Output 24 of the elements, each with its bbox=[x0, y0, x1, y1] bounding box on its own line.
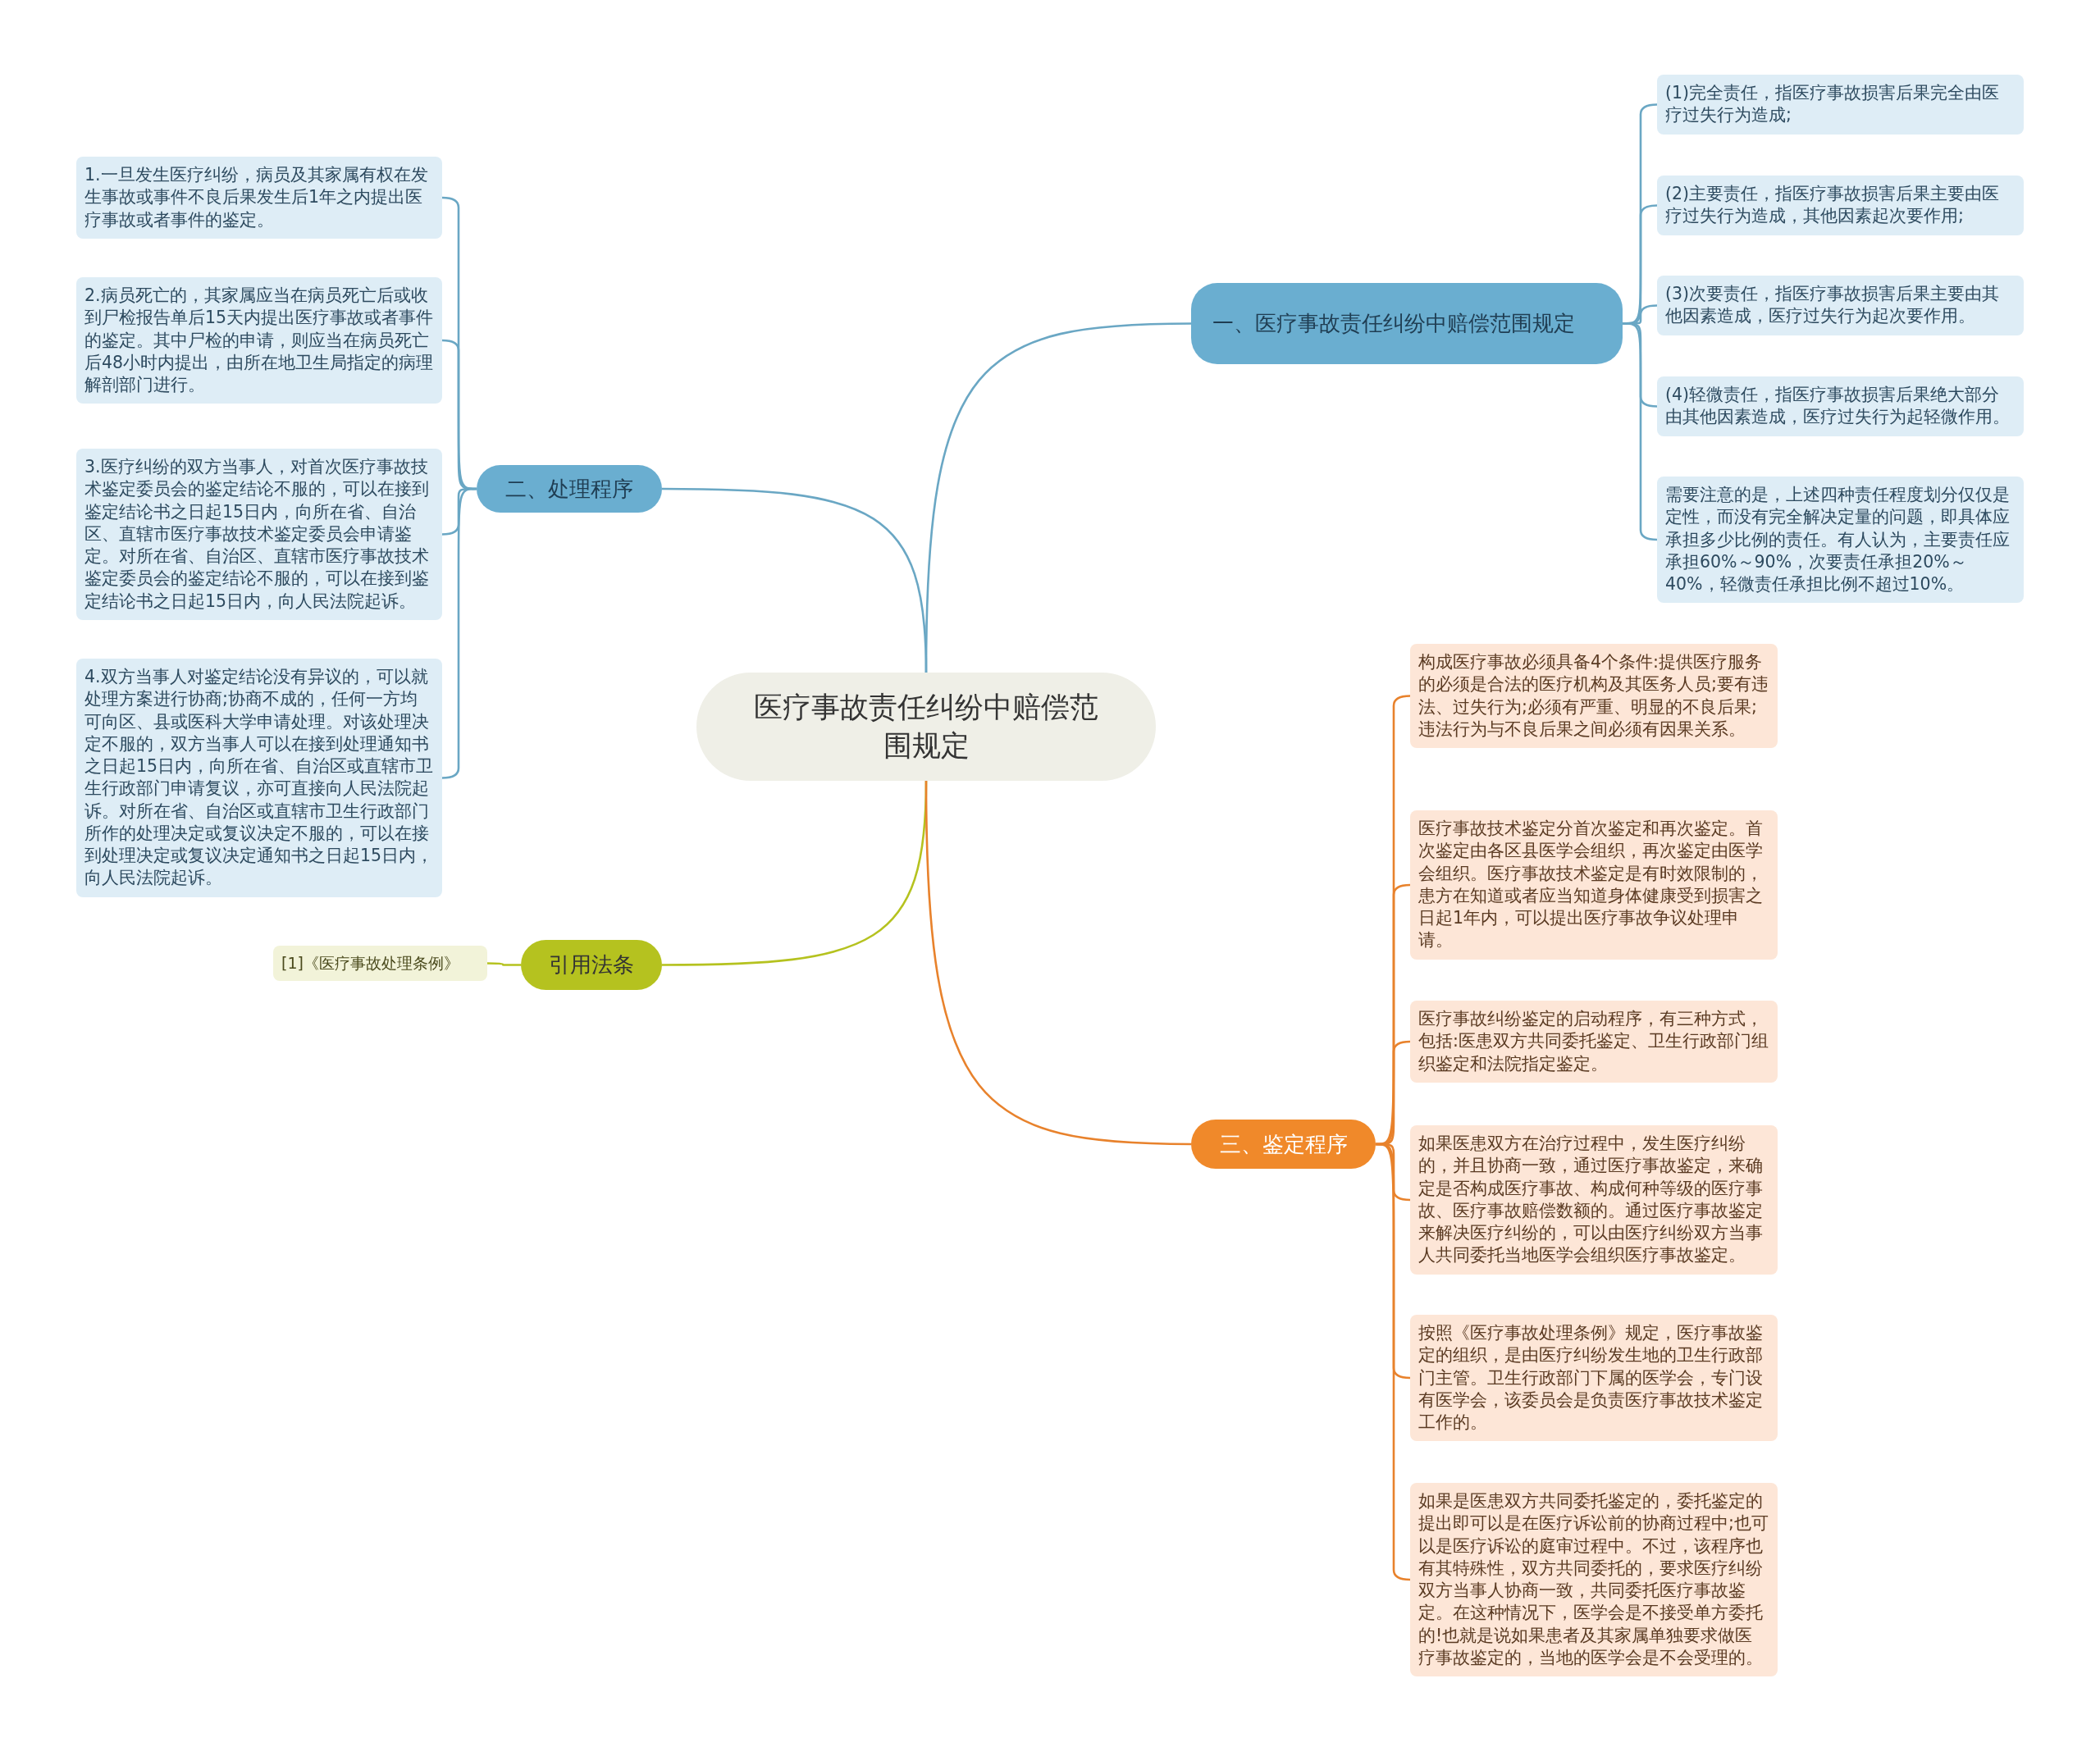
branch-topic: 引用法条 bbox=[521, 940, 662, 990]
note-box: 医疗事故纠纷鉴定的启动程序，有三种方式，包括:医患双方共同委托鉴定、卫生行政部门组织鉴定和法院指定鉴定。 bbox=[1410, 1001, 1778, 1083]
note-box: 3.医疗纠纷的双方当事人，对首次医疗事故技术鉴定委员会的鉴定结论不服的，可以在接到鉴定结论书之日起15日内，向所在省、自治区、直辖市医疗事故技术鉴定委员会申请鉴定。对所在省、自治区、直辖市医疗事故技术鉴定委员会的鉴定结论不服的，可以在接到鉴定结论书之日起15日内，向人民法院起诉。 bbox=[76, 449, 442, 620]
connector-line bbox=[487, 962, 521, 966]
central-topic: 医疗事故责任纠纷中赔偿范围规定 bbox=[696, 673, 1156, 781]
branch-topic: 二、处理程序 bbox=[477, 465, 662, 513]
note-box: (4)轻微责任，指医疗事故损害后果绝大部分由其他因素造成，医疗过失行为起轻微作用。 bbox=[1657, 376, 2024, 436]
note-box: 按照《医疗事故处理条例》规定，医疗事故鉴定的组织，是由医疗纠纷发生地的卫生行政部门主管。卫生行政部门下属的医学会，专门设有医学会，该委员会是负责医疗事故技术鉴定工作的。 bbox=[1410, 1315, 1778, 1442]
note-box: (3)次要责任，指医疗事故损害后果主要由其他因素造成，医疗过失行为起次要作用。 bbox=[1657, 276, 2024, 335]
note-box: 如果医患双方在治疗过程中，发生医疗纠纷的，并且协商一致，通过医疗事故鉴定，来确定是否构成医疗事故、构成何种等级的医疗事故、医疗事故赔偿数额的。通过医疗事故鉴定来解决医疗纠纷的，可以由医疗纠纷双方当事人共同委托当地医学会组织医疗事故鉴定。 bbox=[1410, 1125, 1778, 1275]
note-box: (2)主要责任，指医疗事故损害后果主要由医疗过失行为造成，其他因素起次要作用; bbox=[1657, 176, 2024, 235]
note-box: (1)完全责任，指医疗事故损害后果完全由医疗过失行为造成; bbox=[1657, 75, 2024, 135]
note-box: [1]《医疗事故处理条例》 bbox=[273, 946, 487, 982]
connector-line bbox=[662, 487, 928, 673]
note-box: 医疗事故技术鉴定分首次鉴定和再次鉴定。首次鉴定由各区县医学会组织，再次鉴定由医学会组织。医疗事故技术鉴定是有时效限制的，患方在知道或者应当知道身体健康受到损害之日起1年内，可以提出医疗事故争议处理申请。 bbox=[1410, 810, 1778, 960]
connector-line bbox=[924, 780, 1192, 1146]
note-box: 4.双方当事人对鉴定结论没有异议的，可以就处理方案进行协商;协商不成的，任何一方均可向区、县或医科大学申请处理。对该处理决定不服的，双方当事人可以在接到处理通知书之日起15日内，向所在省、自治区或直辖市卫生行政部门申请复议，亦可直接向人民法院起诉。对所在省、自治区或直辖市卫生行政部门所作的处理决定或复议决定不服的，可以在接到处理决定或复议决定通知书之日起15日内，向人民法院起诉。 bbox=[76, 659, 442, 897]
note-box: 如果是医患双方共同委托鉴定的，委托鉴定的提出即可以是在医疗诉讼前的协商过程中;也可以是医疗诉讼的庭审过程中。不过，该程序也有其特殊性，双方共同委托的，要求医疗纠纷双方当事人协商一致，共同委托医疗事故鉴定。在这种情况下，医学会是不接受单方委托的!也就是说如果患者及其家属单独要求做医疗事故鉴定的，当地的医学会是不会受理的。 bbox=[1410, 1483, 1778, 1676]
branch-topic: 一、医疗事故责任纠纷中赔偿范围规定 bbox=[1191, 283, 1623, 364]
branch-topic: 三、鉴定程序 bbox=[1191, 1120, 1376, 1169]
note-box: 2.病员死亡的，其家属应当在病员死亡后或收到尸检报告单后15天内提出医疗事故或者事件的鉴定。其中尸检的申请，则应当在病员死亡后48小时内提出，由所在地卫生局指定的病理解剖部门进行。 bbox=[76, 277, 442, 404]
note-box: 1.一旦发生医疗纠纷，病员及其家属有权在发生事故或事件不良后果发生后1年之内提出医疗事故或者事件的鉴定。 bbox=[76, 157, 442, 239]
note-box: 需要注意的是，上述四种责任程度划分仅仅是定性，而没有完全解决定量的问题，即具体应承担多少比例的责任。有人认为，主要责任应承担60%～90%，次要责任承担20%～40%，轻微责任承担比例不超过10%。 bbox=[1657, 477, 2024, 604]
note-box: 构成医疗事故必须具备4个条件:提供医疗服务的必须是合法的医疗机构及其医务人员;要有违法、过失行为;必须有严重、明显的不良后果;违法行为与不良后果之间必须有因果关系。 bbox=[1410, 644, 1778, 748]
